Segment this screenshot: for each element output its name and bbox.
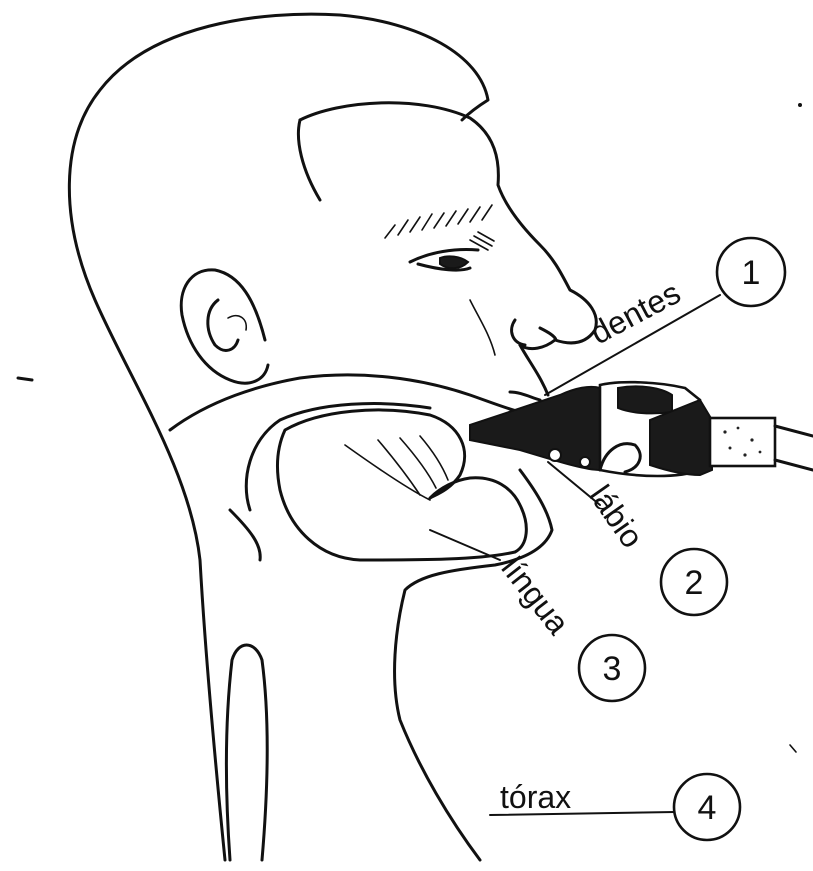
callout-3: 3 bbox=[579, 635, 645, 701]
callout-number-1: 1 bbox=[742, 254, 761, 292]
callout-2: 2 bbox=[661, 549, 727, 615]
callout-number-2: 2 bbox=[685, 564, 704, 602]
callout-1: 1 bbox=[717, 238, 785, 306]
callout-number-4: 4 bbox=[698, 789, 717, 827]
hand bbox=[226, 645, 267, 860]
ear bbox=[181, 270, 268, 383]
mouthpiece-instrument bbox=[470, 382, 813, 476]
label-lingua: língua bbox=[494, 550, 576, 641]
eye bbox=[385, 205, 494, 270]
label-labio: lábio bbox=[582, 478, 650, 554]
label-dentes: dentes bbox=[584, 274, 686, 351]
callout-number-3: 3 bbox=[603, 650, 622, 688]
cheek-line bbox=[470, 300, 495, 355]
label-torax: tórax bbox=[500, 779, 571, 815]
callout-4: 4 bbox=[674, 774, 740, 840]
leader-lingua bbox=[430, 530, 500, 560]
